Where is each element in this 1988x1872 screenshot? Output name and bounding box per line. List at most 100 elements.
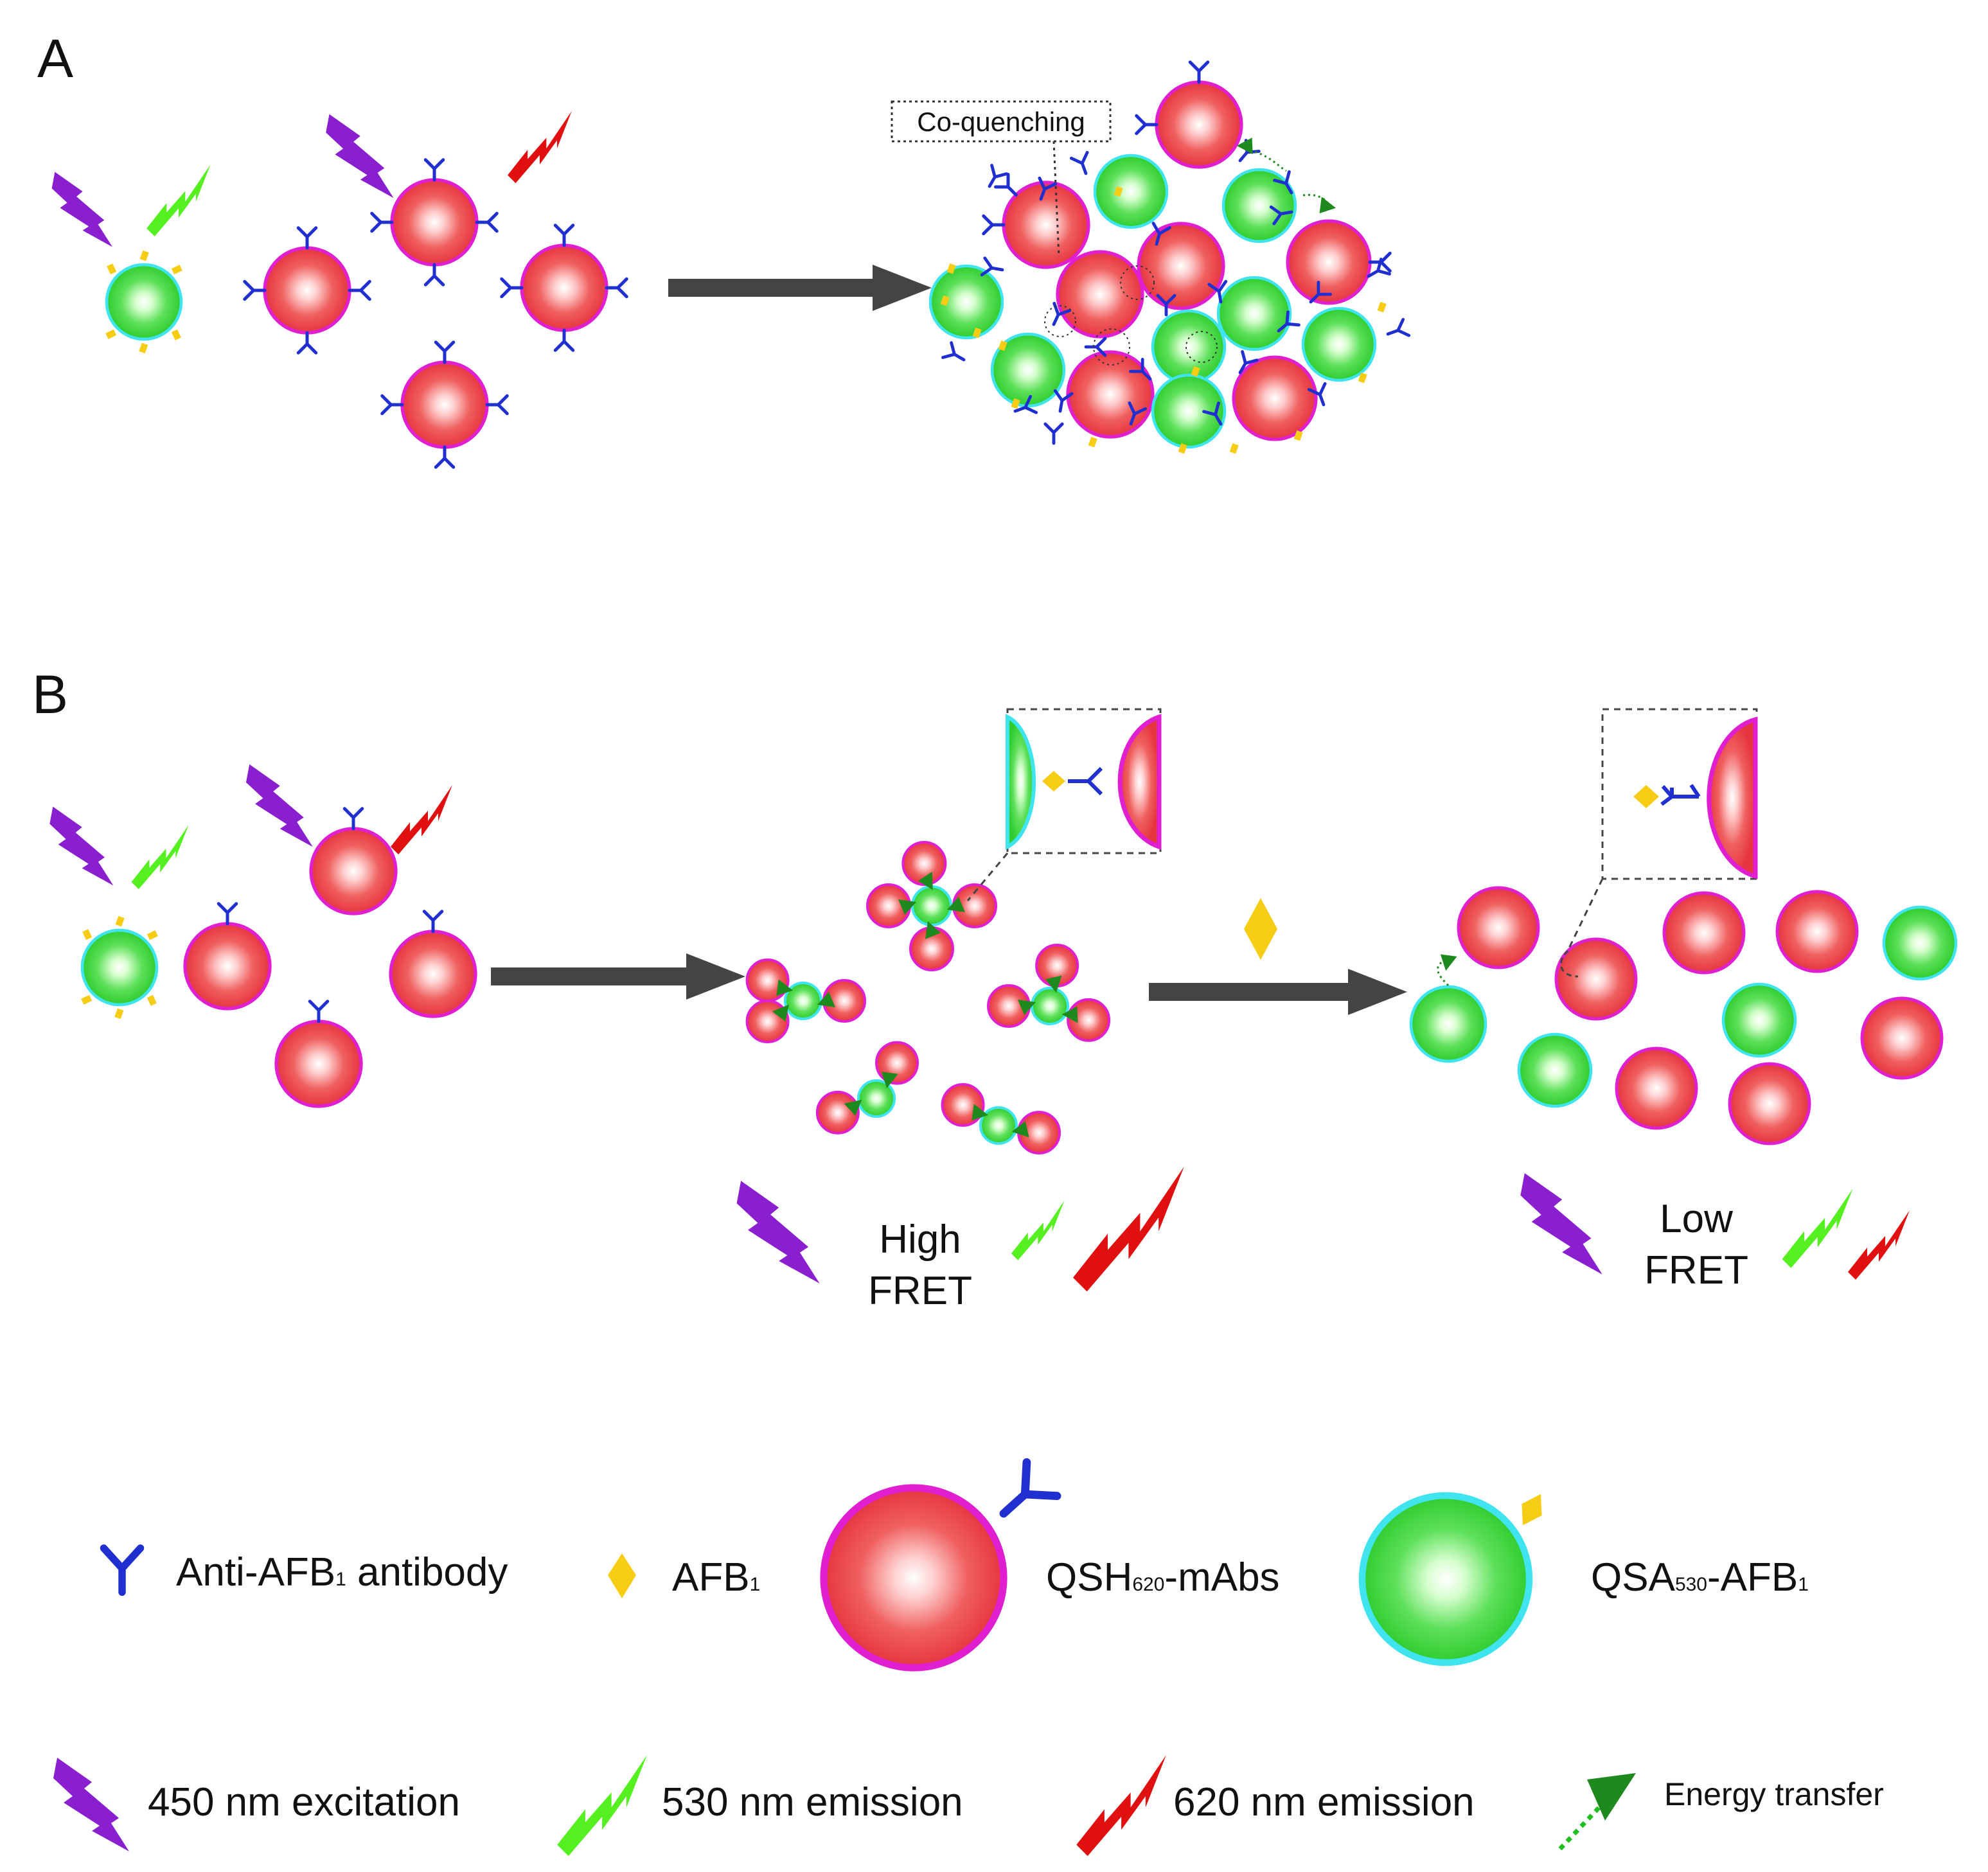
donor-qd-complex <box>857 1079 896 1118</box>
antibody-icon <box>982 214 1006 236</box>
donor-qd-free <box>1882 905 1958 981</box>
donor-qd-aggregate <box>1151 373 1227 449</box>
afb1-hapten-icon <box>1114 186 1123 197</box>
donor-qd-aggregate <box>1093 154 1169 229</box>
legend-antibody-icon <box>103 1548 140 1593</box>
legend-afb1-diamond-icon <box>608 1553 636 1598</box>
antibody-icon <box>1151 222 1171 246</box>
afb1-hapten-icon <box>114 1008 124 1020</box>
donor-qd-aggregate <box>1221 168 1297 243</box>
antibody-icon <box>296 226 318 250</box>
energy-transfer-arrowhead <box>1313 197 1338 220</box>
process-arrow-b1 <box>491 953 745 1000</box>
donor-qd-free <box>1409 985 1487 1063</box>
afb1-hapten-icon <box>1358 372 1367 384</box>
afb1-hapten-icon <box>1377 301 1387 313</box>
afb1-hapten-icon <box>171 265 182 275</box>
energy-transfer-arrowhead <box>1434 948 1457 973</box>
co-quenching-callout-box <box>891 100 1112 143</box>
zoom-afb1-diamond <box>1633 785 1659 808</box>
antibody-icon <box>988 164 1008 188</box>
zoom-leader-line <box>966 852 1009 901</box>
acceptor-qd-aggregate <box>1155 80 1243 169</box>
quenching-contact-marker <box>1044 305 1076 337</box>
antibody-icon <box>370 211 394 233</box>
legend-excitation-icon <box>53 1758 129 1851</box>
high-fret-label-line1: High <box>879 1217 961 1262</box>
emission620-bolt-icon <box>1848 1210 1910 1280</box>
acceptor-qd-free <box>1662 891 1746 975</box>
zoom-red-hemisphere <box>1707 716 1758 879</box>
acceptor-qd-a <box>520 243 608 332</box>
antibody-icon <box>1188 60 1210 84</box>
emission530-bolt-icon <box>1782 1188 1853 1268</box>
antibody-icon <box>1135 114 1158 136</box>
antibody-icon <box>1202 402 1223 426</box>
donor-qd-complex <box>1031 987 1069 1025</box>
energy-transfer-path <box>1437 960 1450 987</box>
excitation-bolt-icon <box>51 172 112 247</box>
antibody-icon <box>423 158 445 182</box>
afb1-added-diamond <box>1244 898 1277 960</box>
emission530-bolt-icon <box>131 825 189 890</box>
antibody-icon <box>434 340 456 364</box>
afb1-hapten-icon <box>171 329 181 340</box>
antibody-icon <box>1013 394 1038 414</box>
afb1-hapten-icon <box>1229 443 1239 454</box>
acceptor-qd-a <box>390 178 479 267</box>
acceptor-qd-b <box>183 922 272 1011</box>
panel-b-label: B <box>32 664 68 725</box>
antibody-icon <box>1084 337 1107 357</box>
legend-qsh620-antibody <box>999 1458 1061 1518</box>
excitation-bolt-icon <box>326 114 394 199</box>
antibody-icon <box>605 277 628 299</box>
antibody-icon <box>475 211 499 233</box>
acceptor-qd-free <box>1554 937 1638 1021</box>
antibody-icon <box>1043 422 1064 445</box>
acceptor-qd-complex <box>745 1000 790 1043</box>
donor-qd-a <box>105 263 183 341</box>
antibody-icon <box>941 341 966 362</box>
donor-qd-b <box>80 928 159 1007</box>
antibody-icon <box>1052 301 1072 326</box>
legend-qsa530-label: QSA530-AFB1 <box>1591 1555 1809 1600</box>
donor-qd-free <box>1721 982 1797 1058</box>
antibody-icon <box>500 277 524 299</box>
donor-qd-free <box>1517 1032 1593 1108</box>
process-arrow-b2 <box>1149 969 1407 1015</box>
panel-a-label: A <box>37 28 73 89</box>
antibody-icon <box>422 910 444 933</box>
antibody-icon <box>485 394 509 416</box>
excitation-bolt-icon <box>245 764 313 847</box>
donor-qd-complex <box>911 885 952 926</box>
quenching-contact-marker <box>1093 328 1130 366</box>
acceptor-qd-complex <box>941 1083 985 1127</box>
afb1-hapten-icon <box>946 263 956 274</box>
emission620-bolt-icon <box>508 110 572 184</box>
acceptor-qd-free <box>1860 996 1944 1080</box>
zoom-antibody <box>1068 766 1103 796</box>
donor-qd-aggregate <box>1301 306 1377 382</box>
donor-qd-aggregate <box>1216 276 1292 351</box>
legend-afb1-label: AFB1 <box>672 1555 760 1600</box>
excitation-bolt-icon <box>1520 1173 1602 1275</box>
donor-qd-aggregate <box>1151 309 1227 385</box>
legend-energy-transfer-label: Energy transfer <box>1664 1776 1884 1812</box>
co-quenching-label: Co-quenching <box>917 107 1085 137</box>
donor-qd-complex <box>784 982 822 1020</box>
afb1-hapten-icon <box>998 340 1007 351</box>
afb1-hapten-icon <box>105 329 117 339</box>
legend-qsh620-label: QSH620-mAbs <box>1046 1555 1280 1600</box>
acceptor-qd-complex <box>1067 998 1111 1042</box>
donor-qd-complex <box>979 1106 1018 1145</box>
antibody-icon <box>1307 382 1327 407</box>
acceptor-qd-free <box>1615 1046 1698 1130</box>
antibody-icon <box>553 328 575 352</box>
afb1-hapten-icon <box>81 994 93 1005</box>
co-quenching-leader-line <box>1052 141 1060 258</box>
afb1-hapten-icon <box>115 915 125 927</box>
excitation-bolt-icon <box>736 1181 820 1284</box>
acceptor-qd-a <box>263 246 351 335</box>
antibody-icon <box>423 263 445 287</box>
